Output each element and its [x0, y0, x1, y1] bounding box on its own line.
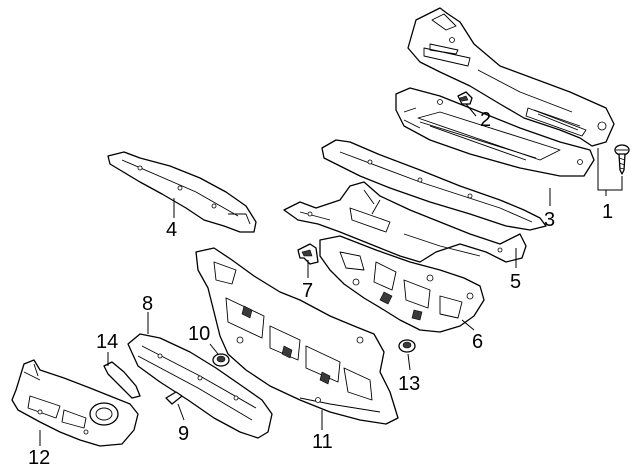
leader-10	[209, 343, 219, 355]
leader-9	[177, 403, 185, 421]
part-dash-insulator-upper[interactable]	[107, 151, 257, 233]
callout-1[interactable]: 1	[602, 201, 613, 223]
callout-13[interactable]: 13	[398, 373, 420, 395]
part-dash-panel-lower[interactable]	[195, 247, 399, 425]
callout-9[interactable]: 9	[178, 423, 189, 445]
part-screw[interactable]	[614, 144, 630, 175]
leader-lines	[39, 103, 623, 446]
part-bracket[interactable]	[297, 243, 319, 265]
part-grommet-small[interactable]	[212, 353, 230, 367]
callout-8[interactable]: 8	[142, 293, 153, 315]
leader-6	[461, 319, 475, 331]
part-cross-bracket[interactable]	[127, 333, 273, 439]
leader-2	[465, 103, 477, 117]
part-dash-cross-member[interactable]	[283, 181, 527, 263]
leader-13	[407, 353, 411, 371]
callout-5[interactable]: 5	[510, 271, 521, 293]
part-grommet[interactable]	[398, 339, 416, 353]
part-seal-strip[interactable]	[103, 361, 141, 399]
callout-2[interactable]: 2	[480, 109, 491, 131]
part-plug[interactable]	[165, 391, 183, 405]
callout-3[interactable]: 3	[544, 209, 555, 231]
part-side-insulator[interactable]	[11, 359, 139, 447]
part-clip[interactable]	[457, 91, 473, 105]
callout-6[interactable]: 6	[472, 331, 483, 353]
part-dash-insulator-main[interactable]	[319, 235, 485, 333]
part-cowl-grille-panel[interactable]	[407, 7, 615, 147]
callout-12[interactable]: 12	[28, 447, 50, 469]
part-plenum-panel[interactable]	[321, 139, 547, 231]
callout-labels: 1 2 3 4 5 6 7 8 9 10 11 12 13 14	[28, 109, 613, 469]
callout-14[interactable]: 14	[96, 331, 118, 353]
callout-7[interactable]: 7	[302, 280, 313, 302]
callout-11[interactable]: 11	[312, 431, 333, 453]
callout-10[interactable]: 10	[188, 323, 210, 345]
part-cowl-upper-panel[interactable]	[395, 87, 595, 177]
leader-1	[597, 148, 623, 196]
callout-4[interactable]: 4	[166, 219, 177, 241]
